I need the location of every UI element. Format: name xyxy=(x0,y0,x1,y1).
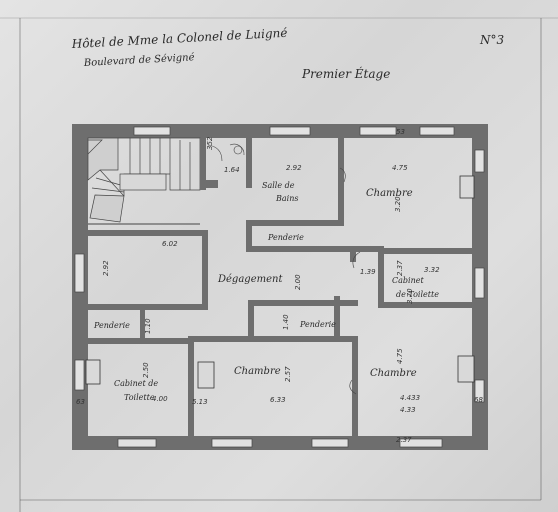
left-windows xyxy=(74,253,85,391)
staircase xyxy=(87,137,201,225)
dim-513: 5.13 xyxy=(192,398,208,406)
room-cabinet-e-1: Cabinet xyxy=(392,276,424,285)
room-cabinet-e-2: de Toilette xyxy=(396,290,439,299)
room-salle-de-bains-2: Bains xyxy=(275,194,298,203)
dim-110: 1.10 xyxy=(144,318,152,334)
dim-400: 4.00 xyxy=(152,395,168,403)
dim-475: 4.75 xyxy=(392,164,408,172)
dim-237-a: 2.37 xyxy=(396,260,404,276)
floor-label: Premier Étage xyxy=(301,66,390,81)
dim-257: 2.57 xyxy=(284,366,292,382)
dim-292-left: 2.92 xyxy=(102,260,110,276)
dim-63: 63 xyxy=(76,398,85,406)
room-cabinet-sw-2: Toilette xyxy=(124,393,155,402)
dim-200: 2.00 xyxy=(294,274,302,290)
dim-633: 6.33 xyxy=(270,396,286,404)
room-penderie-mid: Penderie xyxy=(299,320,336,329)
room-cabinet-sw-1: Cabinet de xyxy=(114,379,158,388)
room-chambre-s: Chambre xyxy=(234,366,281,377)
dim-602: 6.02 xyxy=(162,240,178,248)
interior-walls xyxy=(88,138,472,436)
dim-237-b: 2.37 xyxy=(396,436,412,444)
dim-352: 352 xyxy=(206,136,214,150)
room-penderie-left: Penderie xyxy=(93,321,130,330)
dim-475-b: 4.75 xyxy=(396,348,404,364)
dim-332: 3.32 xyxy=(424,266,440,274)
fireplaces xyxy=(85,175,475,389)
sheet-number: N°3 xyxy=(479,33,505,47)
dim-370: 3.70 xyxy=(406,288,414,304)
title-line1: Hôtel de Mme la Colonel de Luigné xyxy=(70,26,287,51)
right-windows xyxy=(474,149,485,403)
dim-68: 68 xyxy=(474,396,483,404)
dim-250: 2.50 xyxy=(142,362,150,378)
door-swings xyxy=(207,143,361,395)
room-chambre-se: Chambre xyxy=(370,368,417,379)
top-windows xyxy=(133,126,455,136)
dim-139: 1.39 xyxy=(360,268,376,276)
room-salle-de-bains-1: Salle de xyxy=(262,181,295,190)
dim-433: 4.433 xyxy=(400,394,420,402)
dim-433-b: 4.33 xyxy=(400,406,416,414)
title-line2: Boulevard de Sévigné xyxy=(83,52,195,69)
room-penderie-top: Penderie xyxy=(267,233,304,242)
dim-320: 3.20 xyxy=(394,196,402,212)
bottom-windows xyxy=(117,438,443,448)
dim-164: 1.64 xyxy=(224,166,240,174)
dim-53: 53 xyxy=(396,128,405,136)
dim-140: 1.40 xyxy=(282,314,290,330)
dim-292-top: 2.92 xyxy=(286,164,302,172)
room-chambre-ne: Chambre xyxy=(366,188,413,199)
sheet-frame xyxy=(0,17,558,512)
room-degagement: Dégagement xyxy=(217,274,283,285)
